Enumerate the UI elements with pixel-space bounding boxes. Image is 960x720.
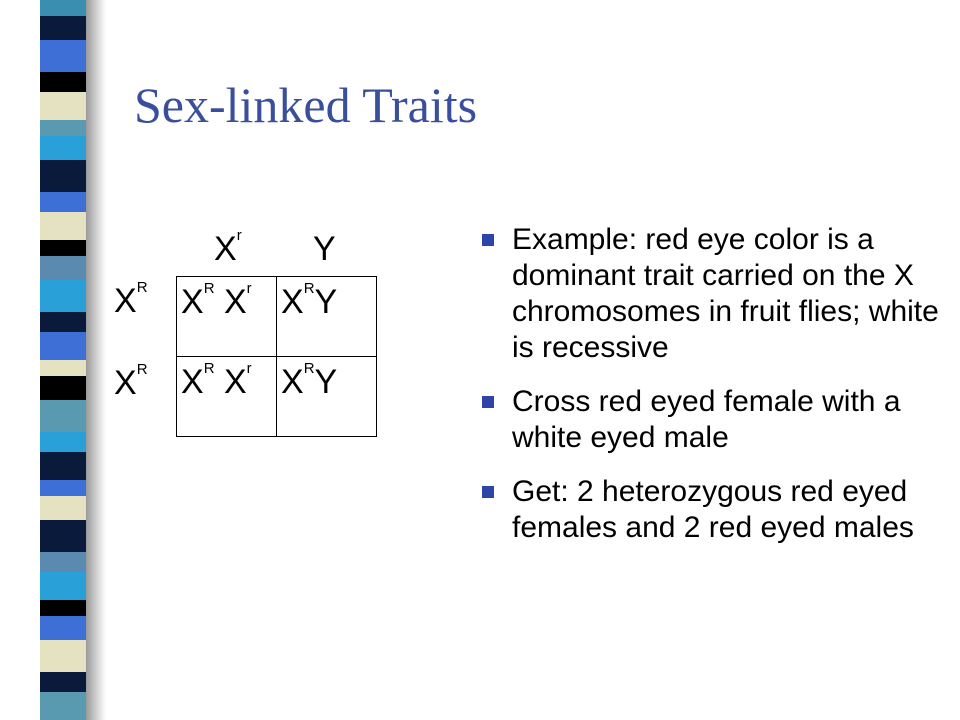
- bullet-list: Example: red eye color is a dominant tra…: [480, 222, 940, 564]
- bullet-text: Get: 2 heterozygous red eyed females and…: [512, 475, 914, 544]
- stripe-segment: [40, 312, 86, 332]
- punnett-cell: XR Xr: [177, 357, 277, 437]
- allele-superscript: r: [246, 280, 252, 297]
- stripe-segment: [40, 432, 86, 452]
- stripe-segment: [40, 692, 86, 720]
- allele-superscript: r: [246, 360, 252, 377]
- allele-base: X: [223, 283, 247, 321]
- allele-superscript: R: [136, 279, 148, 296]
- allele-base: X: [281, 283, 304, 321]
- stripe-segment: [40, 360, 86, 376]
- punnett-cell: XR Xr: [177, 277, 277, 357]
- stripe-segment: [40, 256, 86, 280]
- stripe-segment: [40, 400, 86, 432]
- allele-base: Y: [313, 230, 336, 268]
- bullet-text: Cross red eyed female with a white eyed …: [512, 385, 901, 454]
- stripe-segment: [40, 572, 86, 600]
- punnett-cell: XRY: [277, 277, 377, 357]
- genotype: XRY: [281, 281, 338, 321]
- stripe-segment: [40, 452, 86, 480]
- bullet-text: Example: red eye color is a dominant tra…: [512, 223, 939, 364]
- allele-base: X: [281, 363, 304, 401]
- stripe-segment: [40, 376, 86, 400]
- male-allele-header-2: Y: [313, 232, 336, 266]
- allele-superscript: R: [303, 360, 315, 377]
- slide-title: Sex-linked Traits: [134, 77, 478, 133]
- bullet-item: Cross red eyed female with a white eyed …: [480, 384, 940, 456]
- stripe-segment: [40, 40, 86, 72]
- allele-superscript: R: [203, 360, 215, 377]
- stripe-segment: [40, 160, 86, 192]
- allele-base: X: [114, 282, 137, 320]
- bullet-item: Get: 2 heterozygous red eyed females and…: [480, 474, 940, 546]
- stripe-segment: [40, 212, 86, 240]
- allele-superscript: R: [203, 280, 215, 297]
- female-allele-header-1: XR: [114, 280, 148, 320]
- stripe-segment: [40, 0, 86, 16]
- allele-base: X: [181, 363, 204, 401]
- stripe-segment: [40, 600, 86, 616]
- allele-base: Y: [314, 283, 338, 321]
- stripe-segment: [40, 480, 86, 496]
- stripe-segment: [40, 16, 86, 40]
- allele-superscript: R: [303, 280, 315, 297]
- stripe-segment: [40, 136, 86, 160]
- square-bullet-icon: [482, 486, 494, 498]
- stripe-shadow: [86, 0, 106, 720]
- stripe-segment: [40, 280, 86, 312]
- square-bullet-icon: [482, 396, 494, 408]
- male-allele-header-1: Xr: [214, 228, 242, 268]
- allele-base: X: [114, 364, 137, 402]
- stripe-segment: [40, 640, 86, 672]
- genotype: XR Xr: [181, 281, 252, 321]
- genotype: XRY: [281, 361, 338, 401]
- allele-base: X: [181, 283, 204, 321]
- stripe-segment: [40, 520, 86, 552]
- allele-superscript: r: [236, 227, 242, 244]
- allele-base: X: [223, 363, 247, 401]
- stripe-segment: [40, 192, 86, 212]
- stripe-segment: [40, 120, 86, 136]
- bullet-item: Example: red eye color is a dominant tra…: [480, 222, 940, 366]
- stripe-segment: [40, 672, 86, 692]
- punnett-square: XR Xr XRY XR Xr XRY: [176, 276, 377, 437]
- punnett-cell: XRY: [277, 357, 377, 437]
- allele-base: X: [214, 230, 237, 268]
- stripe-segment: [40, 496, 86, 520]
- square-bullet-icon: [482, 234, 494, 246]
- stripe-segment: [40, 72, 86, 92]
- allele-base: Y: [314, 363, 338, 401]
- stripe-segment: [40, 92, 86, 120]
- decorative-stripe-bar: [40, 0, 86, 720]
- stripe-segment: [40, 552, 86, 572]
- allele-superscript: R: [136, 361, 148, 378]
- stripe-segment: [40, 616, 86, 640]
- stripe-segment: [40, 240, 86, 256]
- stripe-segment: [40, 332, 86, 360]
- female-allele-header-2: XR: [114, 362, 148, 402]
- genotype: XR Xr: [181, 361, 252, 401]
